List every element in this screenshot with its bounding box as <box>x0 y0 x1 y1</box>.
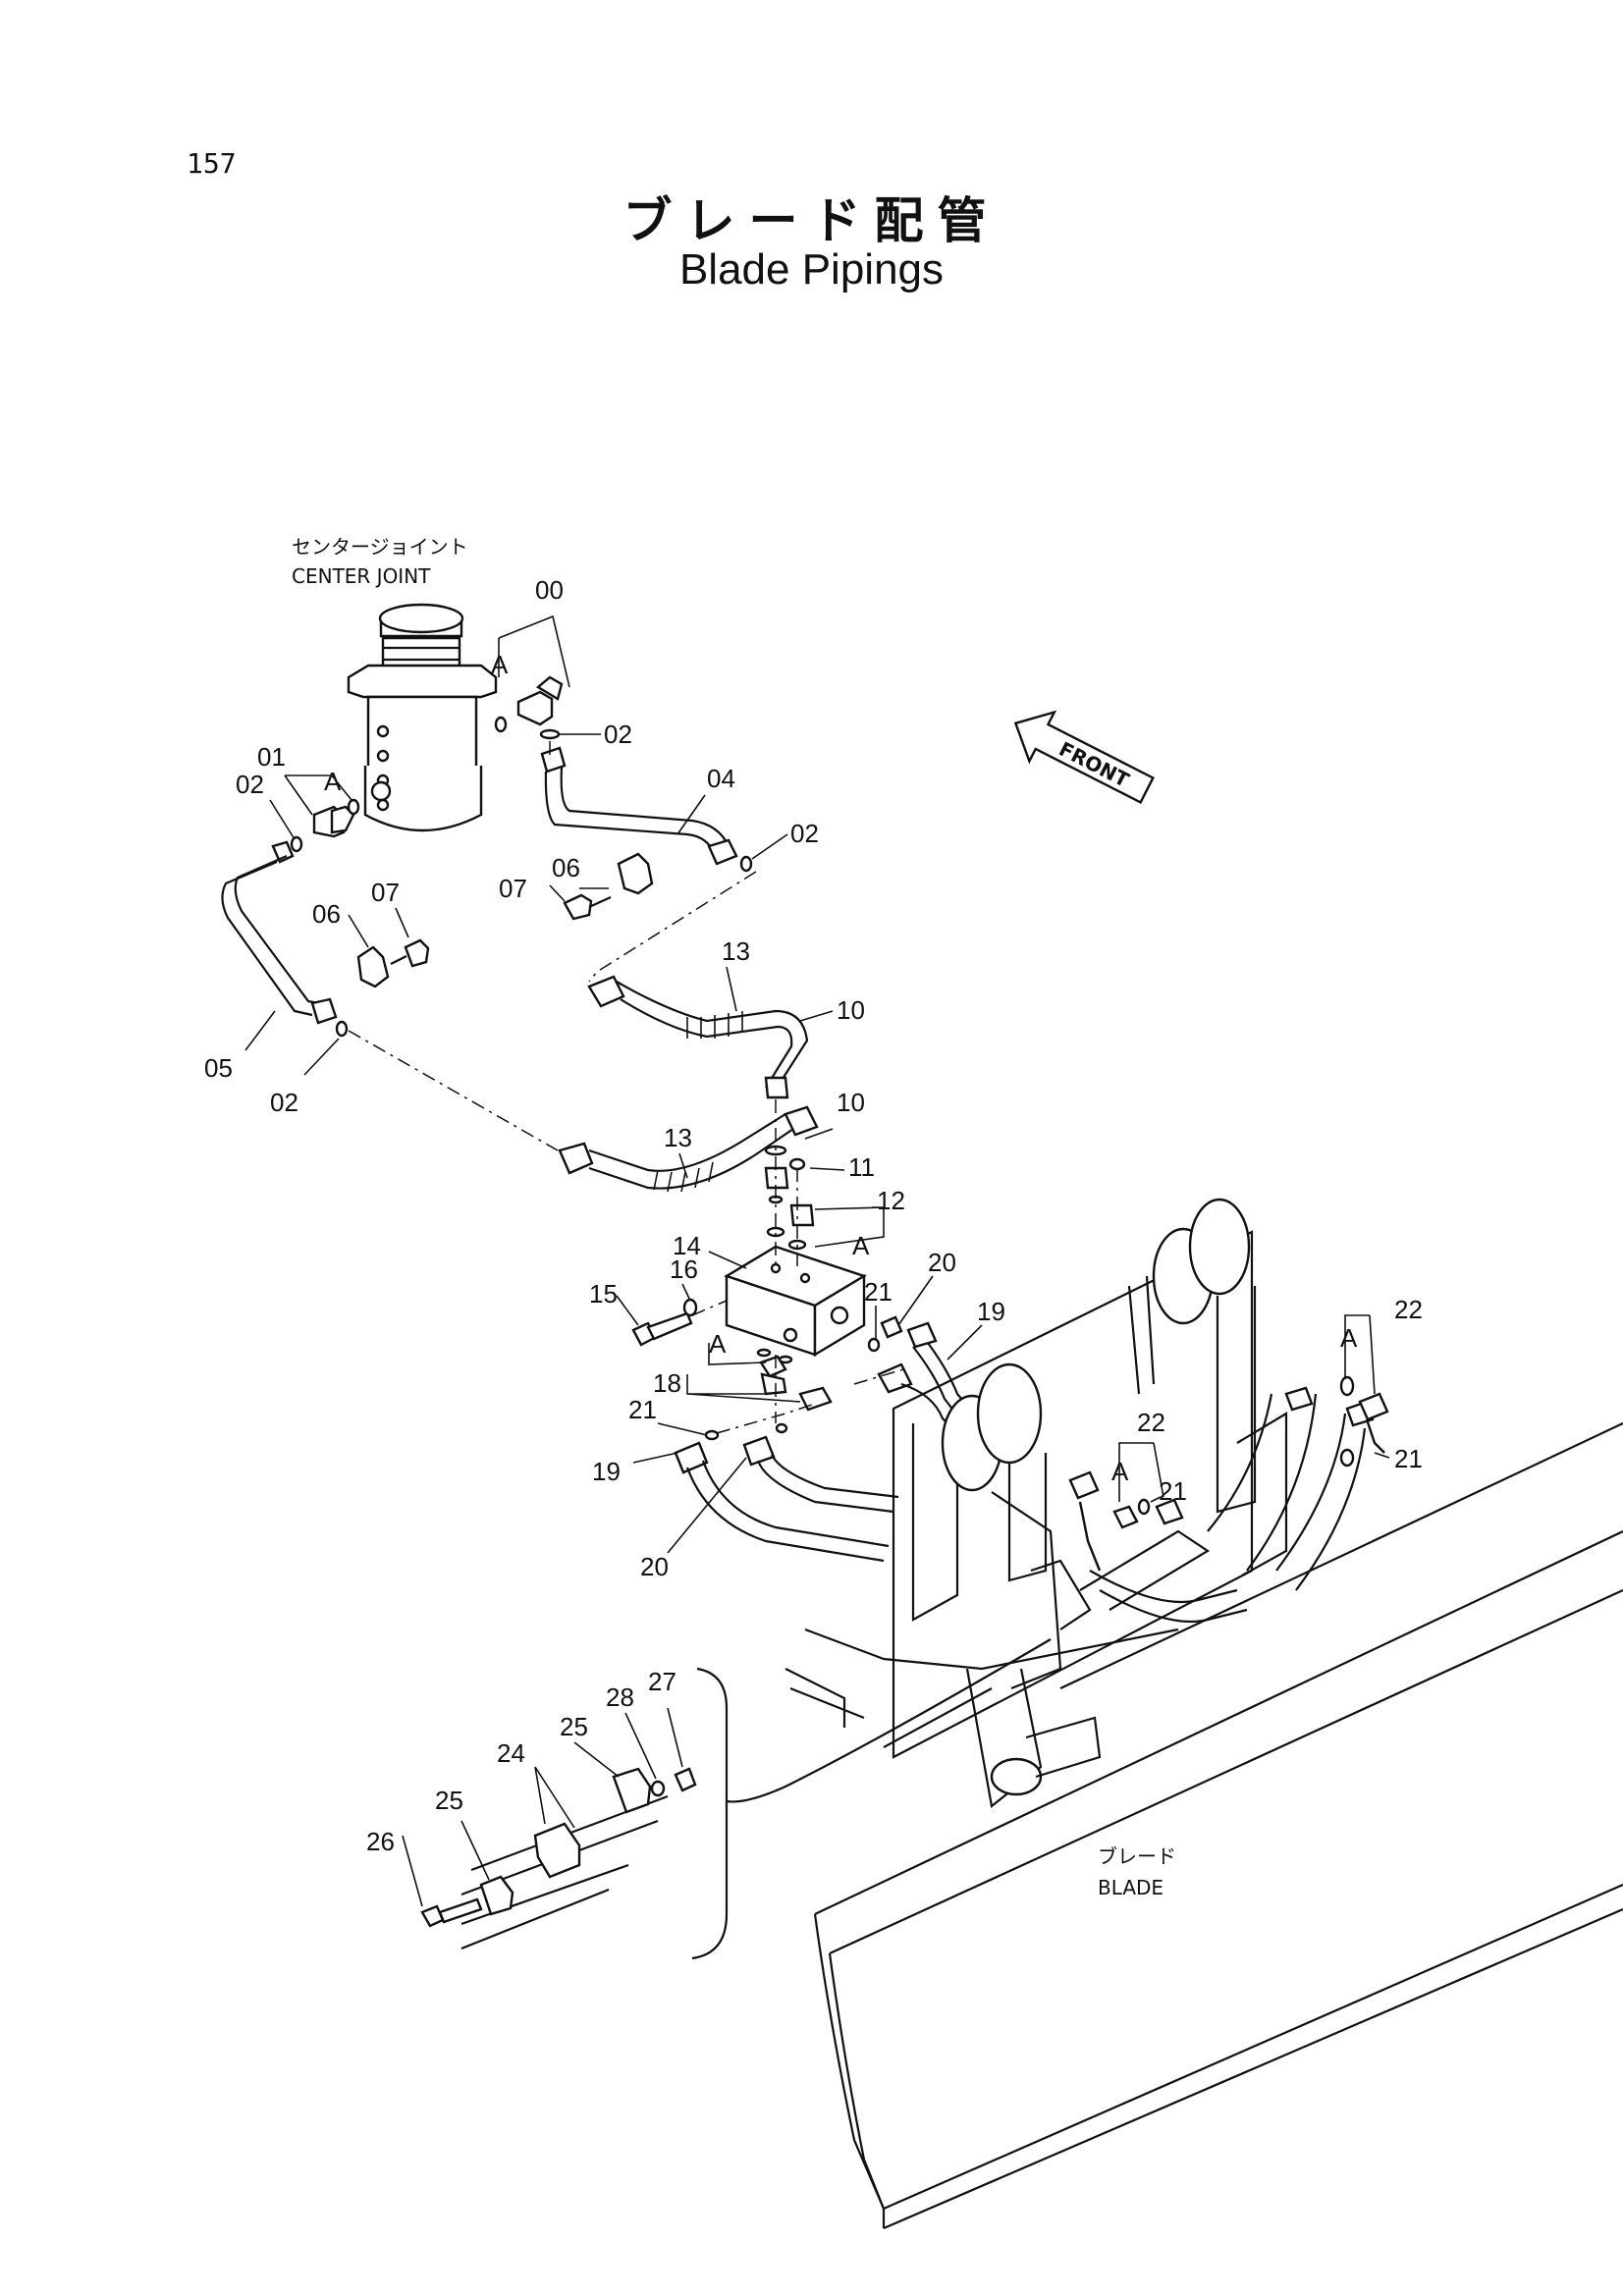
callout-02: 02 <box>270 1088 298 1117</box>
callout-07: 07 <box>499 874 527 903</box>
pipe-05 <box>221 840 349 1038</box>
callout-07: 07 <box>371 878 400 907</box>
callout-28: 28 <box>606 1682 634 1712</box>
callout-10: 10 <box>837 1088 865 1117</box>
callout-a: A <box>491 650 509 679</box>
clamp-06-upper <box>563 852 654 921</box>
blade-label-jp: ブレード <box>1098 1844 1176 1868</box>
callout-24: 24 <box>497 1738 525 1768</box>
callout-19: 19 <box>592 1457 621 1486</box>
callout-a: A <box>1340 1323 1358 1353</box>
front-direction-arrow: FRONT <box>1013 710 1155 805</box>
callout-12: 12 <box>877 1186 905 1215</box>
blade-frame-drawing <box>789 1198 1375 1809</box>
callout-20: 20 <box>928 1248 956 1277</box>
fittings-21-22-right <box>1112 1375 1389 1529</box>
bolt-15-washer-16 <box>631 1298 698 1347</box>
clamp-06-lower <box>356 938 430 988</box>
callout-13: 13 <box>722 936 750 966</box>
callout-02: 02 <box>604 720 632 749</box>
blade-drawing <box>784 1422 1623 2230</box>
callout-18: 18 <box>653 1368 681 1398</box>
elbow-fitting-00 <box>494 675 564 740</box>
callout-10: 10 <box>837 995 865 1025</box>
center-joint-label-jp: センタージョイント <box>292 535 468 559</box>
callout-26: 26 <box>366 1827 395 1856</box>
hose-19-20-right <box>877 1321 983 1449</box>
callout-21: 21 <box>1394 1444 1423 1473</box>
callout-25: 25 <box>435 1786 463 1815</box>
callout-a: A <box>852 1231 870 1260</box>
callout-02: 02 <box>236 770 264 799</box>
callout-27: 27 <box>648 1667 676 1696</box>
callout-21: 21 <box>1159 1476 1187 1506</box>
clamp-detail-drawing <box>420 1638 1052 1960</box>
callout-19: 19 <box>977 1297 1005 1326</box>
valve-block-14 <box>724 1245 867 1358</box>
callout-25: 25 <box>560 1712 588 1741</box>
hose-13-lower <box>558 1105 819 1193</box>
center-joint-drawing <box>347 603 498 832</box>
blade-label-en: BLADE <box>1098 1876 1163 1899</box>
callout-00: 00 <box>535 575 564 605</box>
adapter-fitting-01 <box>290 798 360 853</box>
callout-02: 02 <box>790 819 819 848</box>
callout-21: 21 <box>864 1277 893 1307</box>
callout-21: 21 <box>628 1395 657 1424</box>
dash-chains <box>348 741 904 1434</box>
callout-04: 04 <box>707 764 735 793</box>
title-english: Blade Pipings <box>678 245 945 294</box>
callout-13: 13 <box>664 1123 692 1152</box>
leader-lines <box>244 614 1390 1907</box>
callout-01: 01 <box>257 742 286 772</box>
title-japanese: ブレード配管 <box>622 192 1001 249</box>
hose-19-20-left <box>674 1435 899 1563</box>
callout-a: A <box>709 1329 727 1359</box>
callout-11: 11 <box>848 1152 875 1182</box>
callout-14: 14 <box>673 1231 701 1260</box>
callout-labels: 00 01 02 02 02 02 04 05 06 06 07 07 10 1… <box>204 575 1423 1856</box>
callout-a: A <box>1111 1457 1129 1486</box>
callout-a: A <box>324 767 342 796</box>
callout-06: 06 <box>552 853 580 882</box>
callout-16: 16 <box>670 1255 698 1284</box>
pipe-04 <box>540 746 753 873</box>
callout-22: 22 <box>1394 1295 1423 1324</box>
center-joint-label-en: CENTER JOINT <box>292 564 431 588</box>
hose-13-upper <box>587 975 809 1099</box>
callout-22: 22 <box>1137 1408 1165 1437</box>
callout-06: 06 <box>312 899 341 929</box>
fittings-18 <box>704 1315 903 1441</box>
callout-20: 20 <box>640 1552 669 1581</box>
page-number: 157 <box>187 147 237 180</box>
callout-15: 15 <box>589 1279 618 1308</box>
callout-05: 05 <box>204 1053 233 1083</box>
